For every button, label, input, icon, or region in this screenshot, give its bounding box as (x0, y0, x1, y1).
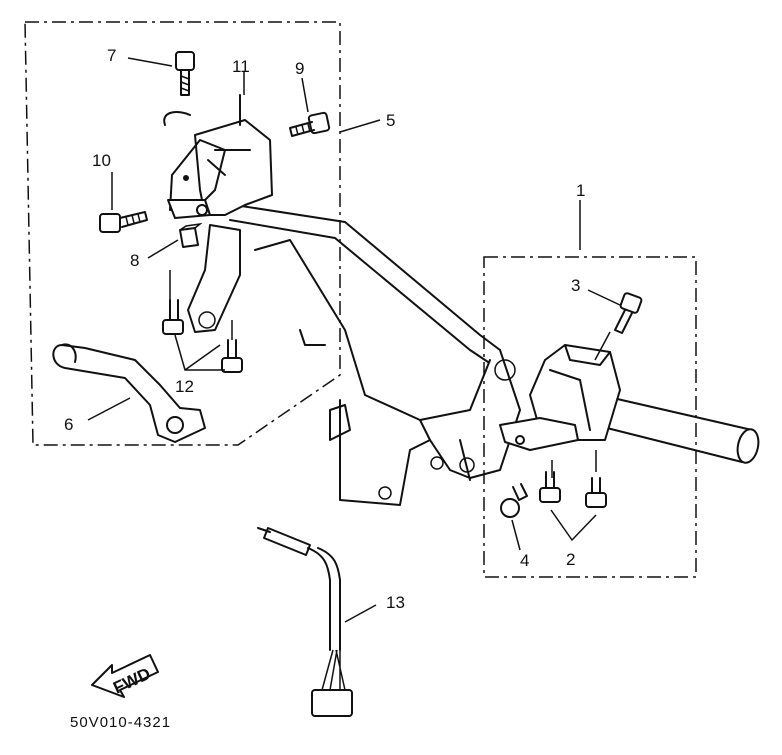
callout-1: 1 (576, 181, 585, 200)
callout-7: 7 (107, 46, 116, 65)
lower-bracket (187, 224, 241, 333)
callout-labels: 7 11 9 5 10 8 12 6 3 1 4 2 13 (64, 46, 585, 612)
screws-2 (539, 450, 607, 542)
screw-4 (500, 460, 553, 518)
callout-8: 8 (130, 251, 139, 270)
handlebar-frame (229, 204, 521, 506)
lever-6 (52, 343, 206, 443)
callout-6: 6 (64, 415, 73, 434)
nut-8 (179, 222, 203, 248)
callout-5: 5 (386, 111, 395, 130)
bolt-10 (99, 211, 148, 233)
screws-12 (162, 270, 243, 373)
callout-3: 3 (571, 276, 580, 295)
switch-housing (499, 344, 621, 451)
lever-holder (163, 94, 273, 216)
bolt-9 (289, 111, 331, 137)
callout-4: 4 (520, 551, 529, 570)
callout-13: 13 (386, 593, 405, 612)
callout-9: 9 (295, 59, 304, 78)
callout-11: 11 (232, 57, 250, 76)
callout-2: 2 (566, 550, 575, 569)
bolt-7 (175, 51, 195, 96)
screw-3 (594, 292, 643, 361)
left-group-outline (24, 21, 341, 446)
leader-lines (87, 57, 621, 623)
lever-pivot-block (167, 199, 211, 219)
callout-12: 12 (175, 377, 194, 396)
callout-10: 10 (92, 151, 111, 170)
handlebar-tube (594, 394, 760, 464)
fwd-arrow: FWD (91, 654, 159, 698)
diagram-code: 50V010-4321 (70, 714, 171, 731)
switch-wire-13 (257, 527, 353, 717)
